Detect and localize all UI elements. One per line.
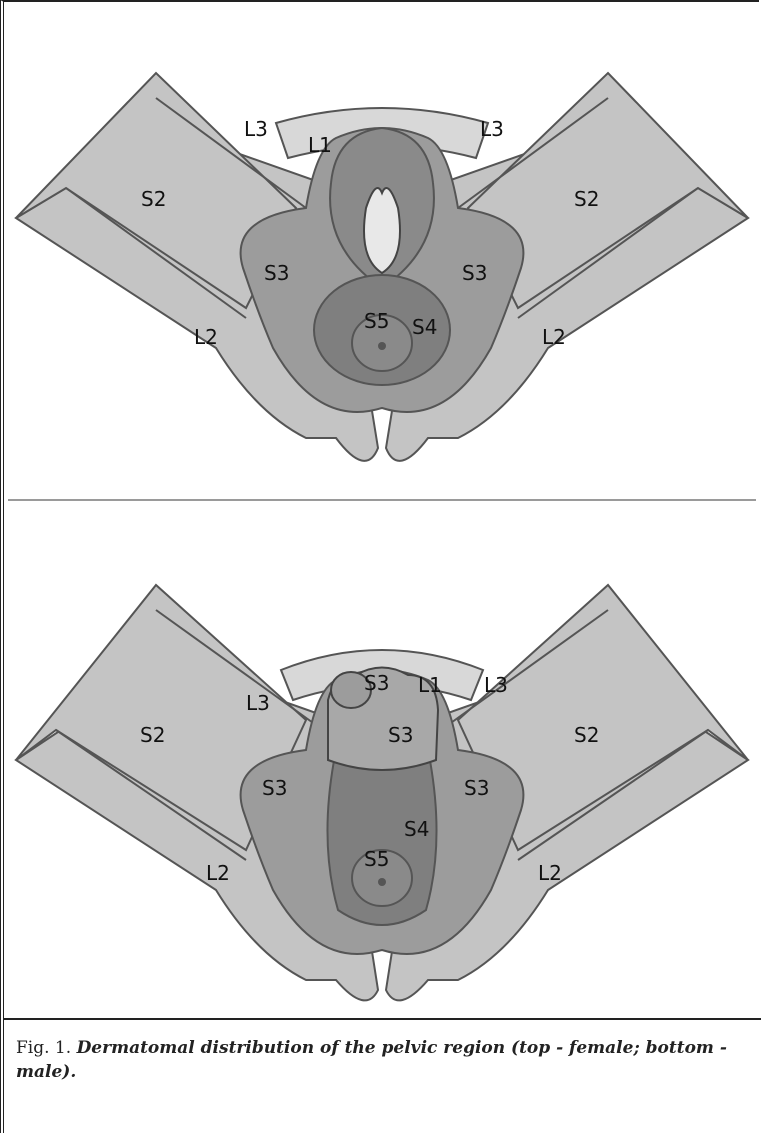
- label: L1: [308, 133, 332, 157]
- label: S3: [262, 776, 287, 800]
- caption-text: Dermatomal distribution of the pelvic re…: [16, 1038, 727, 1082]
- label: L1: [418, 673, 442, 697]
- male-dermatome-diagram: L3 S3 L1 L3 S2 S2 S3 S3 S3 S4 S5 L2 L2: [6, 510, 758, 1015]
- label: S2: [574, 723, 599, 747]
- female-dermatome-diagram: L3 L1 L3 S2 S2 S3 S3 S5 S4 L2 L2: [6, 8, 758, 478]
- label: L3: [244, 117, 268, 141]
- label: L2: [542, 325, 566, 349]
- label: S3: [464, 776, 489, 800]
- caption-rule: [4, 1018, 761, 1020]
- label: S4: [404, 817, 429, 841]
- label: S3: [388, 723, 413, 747]
- female-pelvis-svg: L3 L1 L3 S2 S2 S3 S3 S5 S4 L2 L2: [6, 8, 758, 478]
- figure-number: Fig. 1.: [16, 1038, 71, 1058]
- label: S5: [364, 309, 389, 333]
- label: S3: [264, 261, 289, 285]
- label: L2: [538, 861, 562, 885]
- label: S2: [574, 187, 599, 211]
- label: S5: [364, 847, 389, 871]
- label: S2: [141, 187, 166, 211]
- vulva: [364, 188, 400, 273]
- label: L3: [480, 117, 504, 141]
- anus: [378, 342, 386, 350]
- label: L2: [194, 325, 218, 349]
- label: L2: [206, 861, 230, 885]
- panel-divider: [8, 499, 756, 501]
- label: S4: [412, 315, 437, 339]
- figure-caption: Fig. 1. Dermatomal distribution of the p…: [16, 1036, 736, 1084]
- label: L3: [246, 691, 270, 715]
- label: S3: [462, 261, 487, 285]
- label: S3: [364, 671, 389, 695]
- label: S2: [140, 723, 165, 747]
- anus: [378, 878, 386, 886]
- label: L3: [484, 673, 508, 697]
- male-pelvis-svg: L3 S3 L1 L3 S2 S2 S3 S3 S3 S4 S5 L2 L2: [6, 510, 758, 1015]
